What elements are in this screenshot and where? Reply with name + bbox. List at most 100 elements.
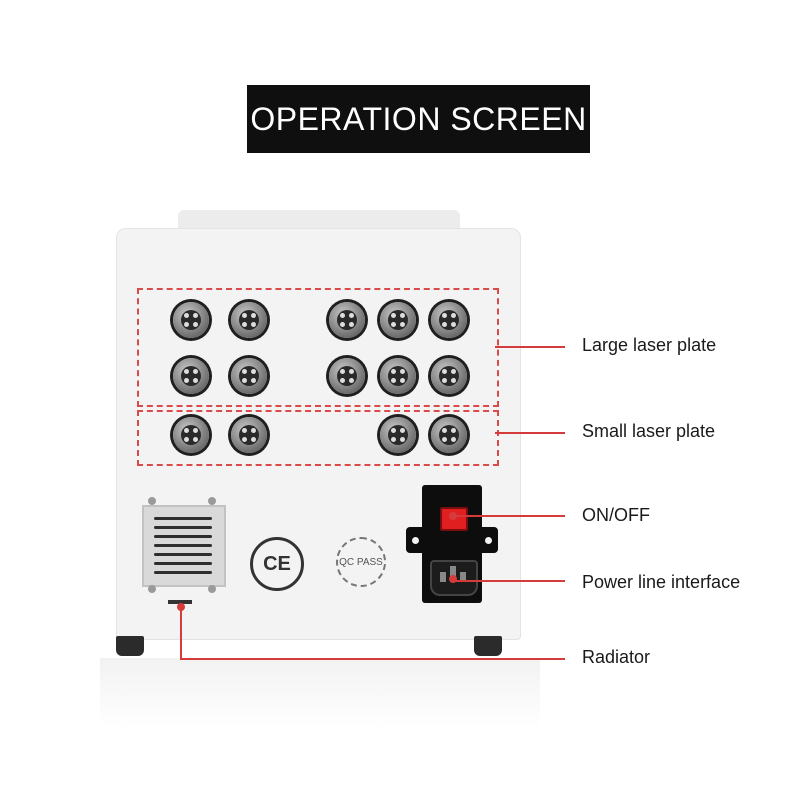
- leader-dot-on-off: [449, 512, 457, 520]
- connector-pin: [251, 369, 256, 374]
- connector-pin: [251, 428, 256, 433]
- connector-pin: [391, 428, 396, 433]
- connector-pin: [193, 437, 198, 442]
- connector-pin: [340, 313, 345, 318]
- radiator-grille: [142, 505, 226, 587]
- connector-pin: [391, 322, 396, 327]
- leader-line-large: [495, 346, 565, 348]
- connector-pin: [251, 322, 256, 327]
- floor-reflection: [100, 658, 540, 728]
- large-plate-connector: [173, 302, 209, 338]
- power-socket[interactable]: [430, 560, 478, 596]
- mount-hole-icon: [412, 537, 419, 544]
- connector-pin: [391, 369, 396, 374]
- small-plate-connector: [231, 417, 267, 453]
- leader-dot-power: [449, 575, 457, 583]
- connector-pin: [184, 437, 189, 442]
- connector-pin: [340, 369, 345, 374]
- connector-pin: [442, 437, 447, 442]
- connector-pin: [251, 378, 256, 383]
- large-plate-connector: [431, 302, 467, 338]
- connector-pin: [349, 378, 354, 383]
- connector-pin: [242, 322, 247, 327]
- connector-pin: [442, 378, 447, 383]
- ce-mark-icon: CE: [250, 537, 304, 591]
- connector-pin: [349, 369, 354, 374]
- connector-pin: [242, 378, 247, 383]
- connector-pin: [400, 313, 405, 318]
- leader-line-on-off: [455, 515, 565, 517]
- device-foot-left: [116, 636, 144, 656]
- connector-pin: [184, 313, 189, 318]
- connector-pin: [184, 378, 189, 383]
- connector-pin: [451, 428, 456, 433]
- connector-pin: [451, 322, 456, 327]
- connector-pin: [451, 313, 456, 318]
- connector-pin: [442, 313, 447, 318]
- label-power-line-interface: Power line interface: [582, 572, 741, 592]
- large-plate-connector: [231, 302, 267, 338]
- large-plate-connector: [329, 302, 365, 338]
- large-plate-connector: [329, 358, 365, 394]
- connector-pin: [251, 437, 256, 442]
- label-radiator: Radiator: [582, 647, 651, 667]
- connector-pin: [391, 437, 396, 442]
- connector-pin: [340, 378, 345, 383]
- qc-pass-sticker: QC PASS: [336, 537, 386, 587]
- connector-pin: [193, 428, 198, 433]
- leader-line-small: [495, 432, 565, 434]
- connector-pin: [400, 437, 405, 442]
- leader-line-radiator-vertical: [180, 607, 182, 659]
- large-plate-connector: [380, 358, 416, 394]
- connector-pin: [193, 313, 198, 318]
- large-plate-connector: [173, 358, 209, 394]
- leader-line-power: [455, 580, 565, 582]
- connector-pin: [442, 369, 447, 374]
- ce-mark-text: CE: [263, 552, 291, 575]
- screw-icon: [148, 497, 156, 505]
- connector-pin: [193, 369, 198, 374]
- connector-pin: [193, 378, 198, 383]
- connector-pin: [349, 322, 354, 327]
- connector-pin: [193, 322, 198, 327]
- small-plate-connector: [380, 417, 416, 453]
- connector-pin: [391, 313, 396, 318]
- small-laser-plate-outline: [137, 410, 499, 466]
- label-small-laser-plate: Small laser plate: [582, 421, 716, 441]
- large-plate-connector: [431, 358, 467, 394]
- large-plate-connector: [231, 358, 267, 394]
- connector-pin: [400, 369, 405, 374]
- connector-pin: [400, 322, 405, 327]
- connector-pin: [184, 428, 189, 433]
- connector-pin: [349, 313, 354, 318]
- screw-icon: [208, 585, 216, 593]
- screw-icon: [208, 497, 216, 505]
- mount-hole-icon: [485, 537, 492, 544]
- connector-pin: [442, 322, 447, 327]
- label-large-laser-plate: Large laser plate: [582, 335, 717, 355]
- title-banner: OPERATION SCREEN: [247, 85, 590, 153]
- connector-pin: [251, 313, 256, 318]
- large-plate-connector: [380, 302, 416, 338]
- title-text: OPERATION SCREEN: [250, 100, 587, 137]
- connector-pin: [242, 313, 247, 318]
- connector-pin: [451, 378, 456, 383]
- connector-pin: [391, 378, 396, 383]
- radiator-mark: [168, 600, 192, 604]
- connector-pin: [242, 369, 247, 374]
- connector-pin: [184, 369, 189, 374]
- connector-pin: [451, 437, 456, 442]
- connector-pin: [242, 428, 247, 433]
- small-plate-connector: [173, 417, 209, 453]
- connector-pin: [400, 378, 405, 383]
- connector-pin: [400, 428, 405, 433]
- connector-pin: [451, 369, 456, 374]
- label-on-off: ON/OFF: [582, 505, 650, 525]
- connector-pin: [242, 437, 247, 442]
- connector-pin: [442, 428, 447, 433]
- connector-pin: [184, 322, 189, 327]
- qc-pass-text: QC PASS: [339, 556, 383, 568]
- leader-line-radiator-horizontal: [180, 658, 565, 660]
- screw-icon: [148, 585, 156, 593]
- small-plate-connector: [431, 417, 467, 453]
